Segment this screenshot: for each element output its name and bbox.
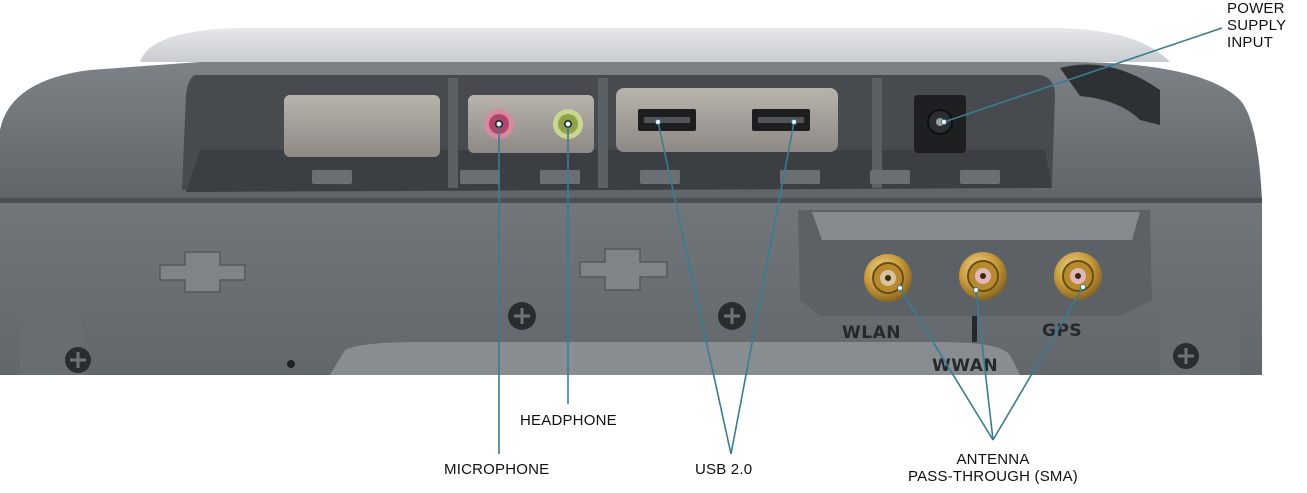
- recess-clips: [312, 170, 1000, 184]
- power-label-line2: SUPPLY: [1227, 17, 1287, 34]
- tether-loop: [1060, 64, 1160, 125]
- wwan-marking: WWAN: [932, 356, 998, 376]
- recess-divider: [598, 78, 608, 188]
- recess-divider: [448, 78, 458, 188]
- device-foot: [330, 342, 1020, 375]
- wlan-marking: WLAN: [842, 323, 901, 343]
- leader-lines: [498, 27, 1223, 455]
- screw-icon: [65, 347, 91, 373]
- recess-divider: [872, 78, 882, 188]
- leader-line-usb-left: [657, 121, 732, 455]
- leader-line-power: [943, 27, 1223, 123]
- usb-port-icon: [638, 109, 696, 131]
- power-supply-input-label: POWER SUPPLY INPUT: [1227, 0, 1286, 51]
- body-seam: [0, 198, 1262, 203]
- sma-connector-icon: [1054, 252, 1102, 300]
- microphone-label: MICROPHONE: [444, 461, 550, 478]
- leader-dots: [496, 119, 1086, 293]
- leader-line-usb-right: [730, 121, 795, 455]
- antenna-panel-lip: [812, 212, 1140, 240]
- headphone-label: HEADPHONE: [520, 412, 617, 429]
- leader-line-antenna-wwan: [975, 289, 994, 441]
- screw-icon: [1173, 343, 1199, 369]
- device-lid: [140, 28, 1170, 62]
- usb-port-plate: [616, 88, 838, 152]
- antenna-label: ANTENNA PASS-THROUGH (SMA): [900, 451, 1086, 485]
- usb-label: USB 2.0: [695, 461, 753, 478]
- wwan-marker-bar: [972, 316, 977, 342]
- power-label-line3: INPUT: [1227, 34, 1273, 51]
- power-label-line1: POWER: [1227, 0, 1285, 17]
- lower-clip: [159, 248, 668, 293]
- antenna-label-line1: ANTENNA: [956, 451, 1030, 468]
- gps-marking: GPS: [1042, 321, 1082, 341]
- sma-connector-icon: [959, 252, 1007, 300]
- leader-line-antenna-wlan: [899, 287, 994, 441]
- antenna-label-line2: PASS-THROUGH (SMA): [908, 468, 1078, 485]
- right-bumper: [1160, 295, 1240, 375]
- leader-line-antenna-gps: [992, 286, 1084, 441]
- blank-port-cover: [284, 95, 440, 157]
- usb-port-icon: [752, 109, 810, 131]
- power-jack-icon: [914, 95, 966, 153]
- port-recess-floor: [186, 150, 1052, 192]
- pinhole: [287, 360, 295, 368]
- screw-icon: [508, 302, 536, 330]
- screw-icon: [718, 302, 746, 330]
